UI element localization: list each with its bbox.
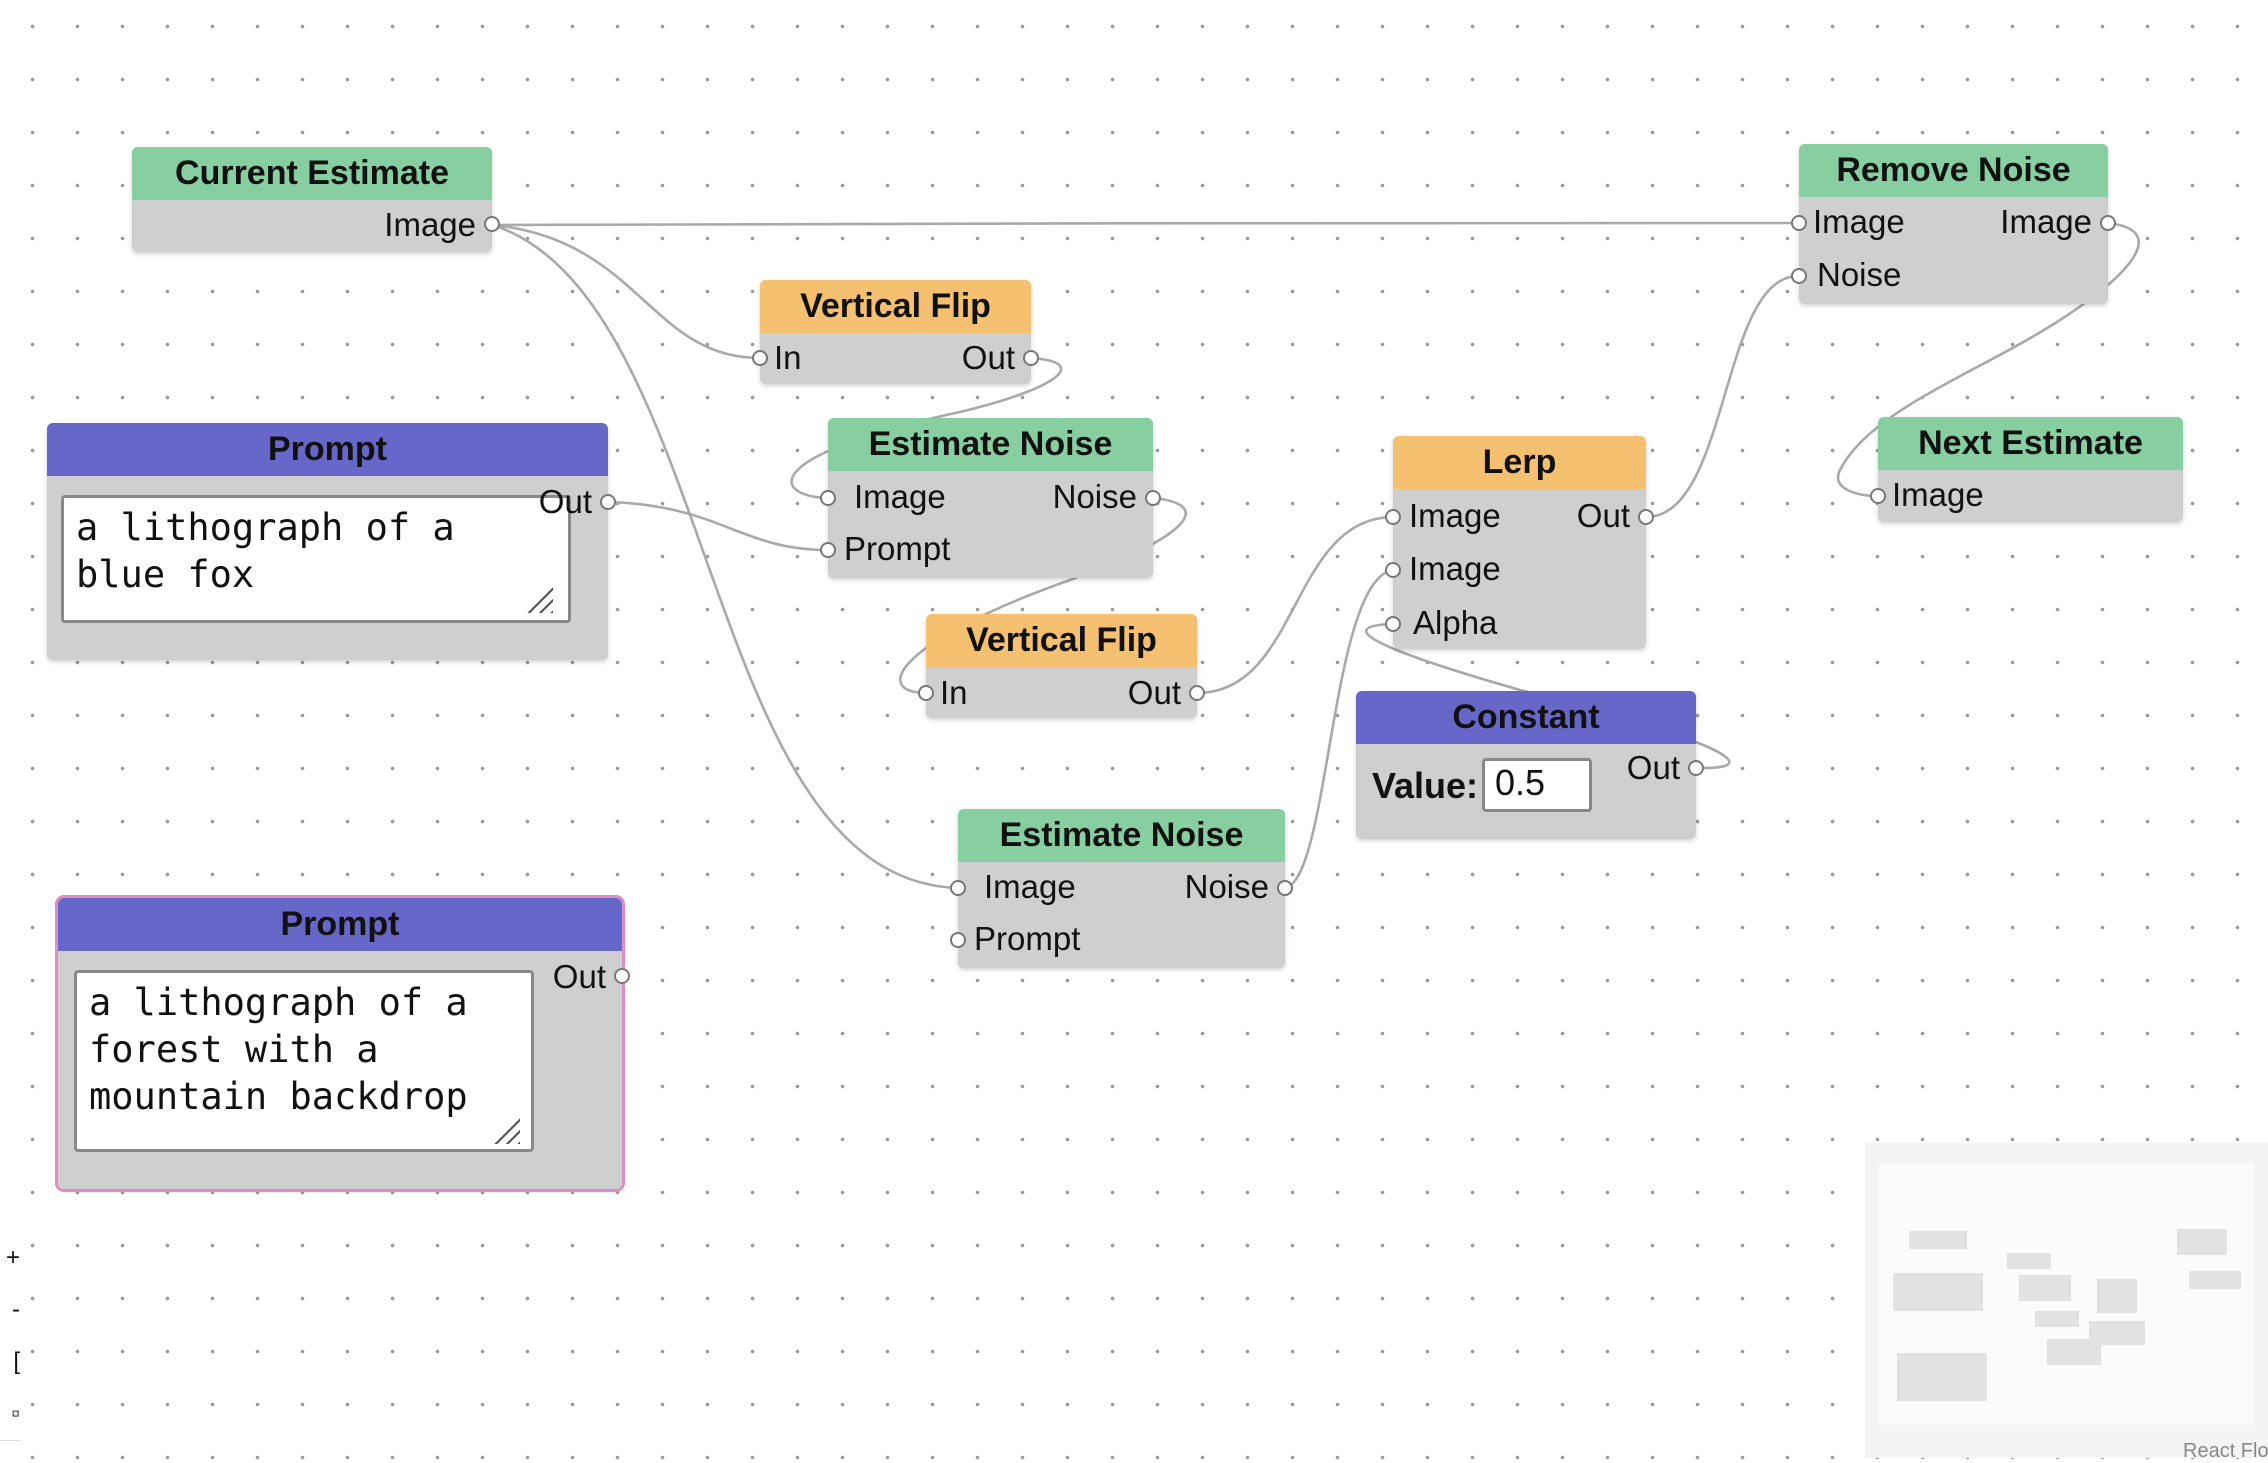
- input-handle-image[interactable]: [1385, 509, 1401, 525]
- input-port-label: In: [940, 674, 968, 711]
- minimap-viewport: [1879, 1163, 2254, 1425]
- output-port-label: Image: [2000, 203, 2092, 240]
- input-port-label: In: [774, 339, 802, 376]
- input-port-label: Alpha: [1413, 604, 1498, 641]
- input-port-label: Image: [1409, 497, 1501, 534]
- output-handle[interactable]: [2100, 215, 2116, 231]
- node-title: Vertical Flip: [926, 614, 1197, 667]
- output-handle[interactable]: [600, 494, 616, 510]
- value-label: Value:: [1372, 765, 1479, 806]
- node-title: Prompt: [58, 898, 622, 951]
- node-title: Remove Noise: [1799, 144, 2108, 197]
- lock-icon[interactable]: ▫: [0, 1388, 20, 1441]
- input-port-label: Image: [984, 868, 1076, 905]
- output-port-label: Out: [1576, 497, 1630, 534]
- node-title: Vertical Flip: [760, 280, 1031, 333]
- minimap-node: [2047, 1339, 2101, 1365]
- prompt-node-selected[interactable]: Prompt a lithograph of a forest with a m…: [55, 895, 630, 1192]
- zoom-out-button[interactable]: -: [0, 1284, 20, 1337]
- edge-prompt1-to-estimate-noise1: [607, 500, 829, 552]
- input-handle-image[interactable]: [1385, 562, 1401, 578]
- edge-current-to-vflip1: [492, 223, 761, 360]
- input-handle-prompt[interactable]: [950, 932, 966, 948]
- edge-vflip2-to-lerp: [1196, 515, 1394, 695]
- current-estimate-node[interactable]: Current Estimate Image: [132, 147, 500, 252]
- canvas-controls: + - [ ▫: [0, 1232, 20, 1458]
- node-title: Next Estimate: [1878, 417, 2183, 470]
- minimap-node: [2177, 1229, 2227, 1255]
- input-handle-image[interactable]: [950, 880, 966, 896]
- prompt-node[interactable]: Prompt a lithograph of a blue fox Out: [47, 423, 616, 660]
- attribution-link[interactable]: React Flo: [2183, 1440, 2268, 1462]
- edge-lerp-to-remove-noise: [1645, 274, 1800, 519]
- constant-node[interactable]: Constant Value: 0.5 Out: [1356, 691, 1704, 839]
- output-port-label: Image: [384, 206, 476, 243]
- minimap-node: [2019, 1275, 2071, 1301]
- input-handle-image[interactable]: [820, 490, 836, 506]
- node-title: Lerp: [1393, 436, 1646, 489]
- edge-current-to-remove-noise: [492, 221, 1800, 227]
- output-handle[interactable]: [1277, 880, 1293, 896]
- vertical-flip-node[interactable]: Vertical Flip In Out: [918, 614, 1205, 718]
- output-port-label: Noise: [1052, 478, 1137, 515]
- output-handle[interactable]: [1638, 509, 1654, 525]
- input-handle-image[interactable]: [1791, 215, 1807, 231]
- minimap-node: [2007, 1253, 2051, 1269]
- fit-view-icon[interactable]: [: [0, 1336, 20, 1389]
- output-handle[interactable]: [1145, 490, 1161, 506]
- input-port-label: Image: [854, 478, 946, 515]
- zoom-in-button[interactable]: +: [0, 1232, 20, 1285]
- output-port-label: Noise: [1184, 868, 1269, 905]
- output-port-label: Out: [1626, 749, 1680, 786]
- input-handle[interactable]: [1870, 488, 1886, 504]
- minimap-node: [2035, 1311, 2079, 1327]
- minimap-node: [1909, 1231, 1967, 1249]
- minimap-node: [1897, 1353, 1987, 1401]
- prompt-textarea[interactable]: a lithograph of a blue fox: [61, 495, 571, 623]
- output-port-label: Out: [552, 958, 606, 995]
- minimap[interactable]: [1865, 1143, 2268, 1458]
- output-port-label: Out: [538, 483, 592, 520]
- remove-noise-node[interactable]: Remove Noise Image Noise Image: [1791, 144, 2116, 304]
- node-title: Prompt: [47, 423, 608, 476]
- input-handle-alpha[interactable]: [1385, 616, 1401, 632]
- input-handle-noise[interactable]: [1791, 268, 1807, 284]
- input-handle[interactable]: [918, 685, 934, 701]
- input-port-label: Image: [1813, 203, 1905, 240]
- output-handle[interactable]: [1023, 350, 1039, 366]
- output-handle[interactable]: [1189, 685, 1205, 701]
- output-handle[interactable]: [614, 968, 630, 984]
- minimap-node: [2097, 1279, 2137, 1313]
- output-handle[interactable]: [484, 216, 500, 232]
- input-handle-prompt[interactable]: [820, 542, 836, 558]
- node-title: Current Estimate: [132, 147, 492, 200]
- node-title: Estimate Noise: [958, 809, 1285, 862]
- value-input[interactable]: 0.5: [1482, 758, 1592, 812]
- output-handle[interactable]: [1688, 760, 1704, 776]
- prompt-textarea[interactable]: a lithograph of a forest with a mountain…: [74, 970, 534, 1152]
- input-port-label: Image: [1409, 550, 1501, 587]
- input-port-label: Noise: [1817, 256, 1902, 293]
- output-port-label: Out: [961, 339, 1015, 376]
- minimap-node: [2189, 1271, 2241, 1289]
- input-port-label: Image: [1892, 476, 1984, 513]
- estimate-noise-node[interactable]: Estimate Noise Image Prompt Noise: [950, 809, 1293, 968]
- vertical-flip-node[interactable]: Vertical Flip In Out: [752, 280, 1039, 384]
- output-port-label: Out: [1127, 674, 1181, 711]
- next-estimate-node[interactable]: Next Estimate Image: [1870, 417, 2183, 522]
- input-port-label: Prompt: [844, 530, 951, 567]
- input-handle[interactable]: [752, 350, 768, 366]
- estimate-noise-node[interactable]: Estimate Noise Image Prompt Noise: [820, 418, 1161, 578]
- lerp-node[interactable]: Lerp Image Image Alpha Out: [1385, 436, 1654, 649]
- minimap-node: [1893, 1273, 1983, 1311]
- input-port-label: Prompt: [974, 920, 1081, 957]
- node-title: Constant: [1356, 691, 1696, 744]
- node-title: Estimate Noise: [828, 418, 1153, 471]
